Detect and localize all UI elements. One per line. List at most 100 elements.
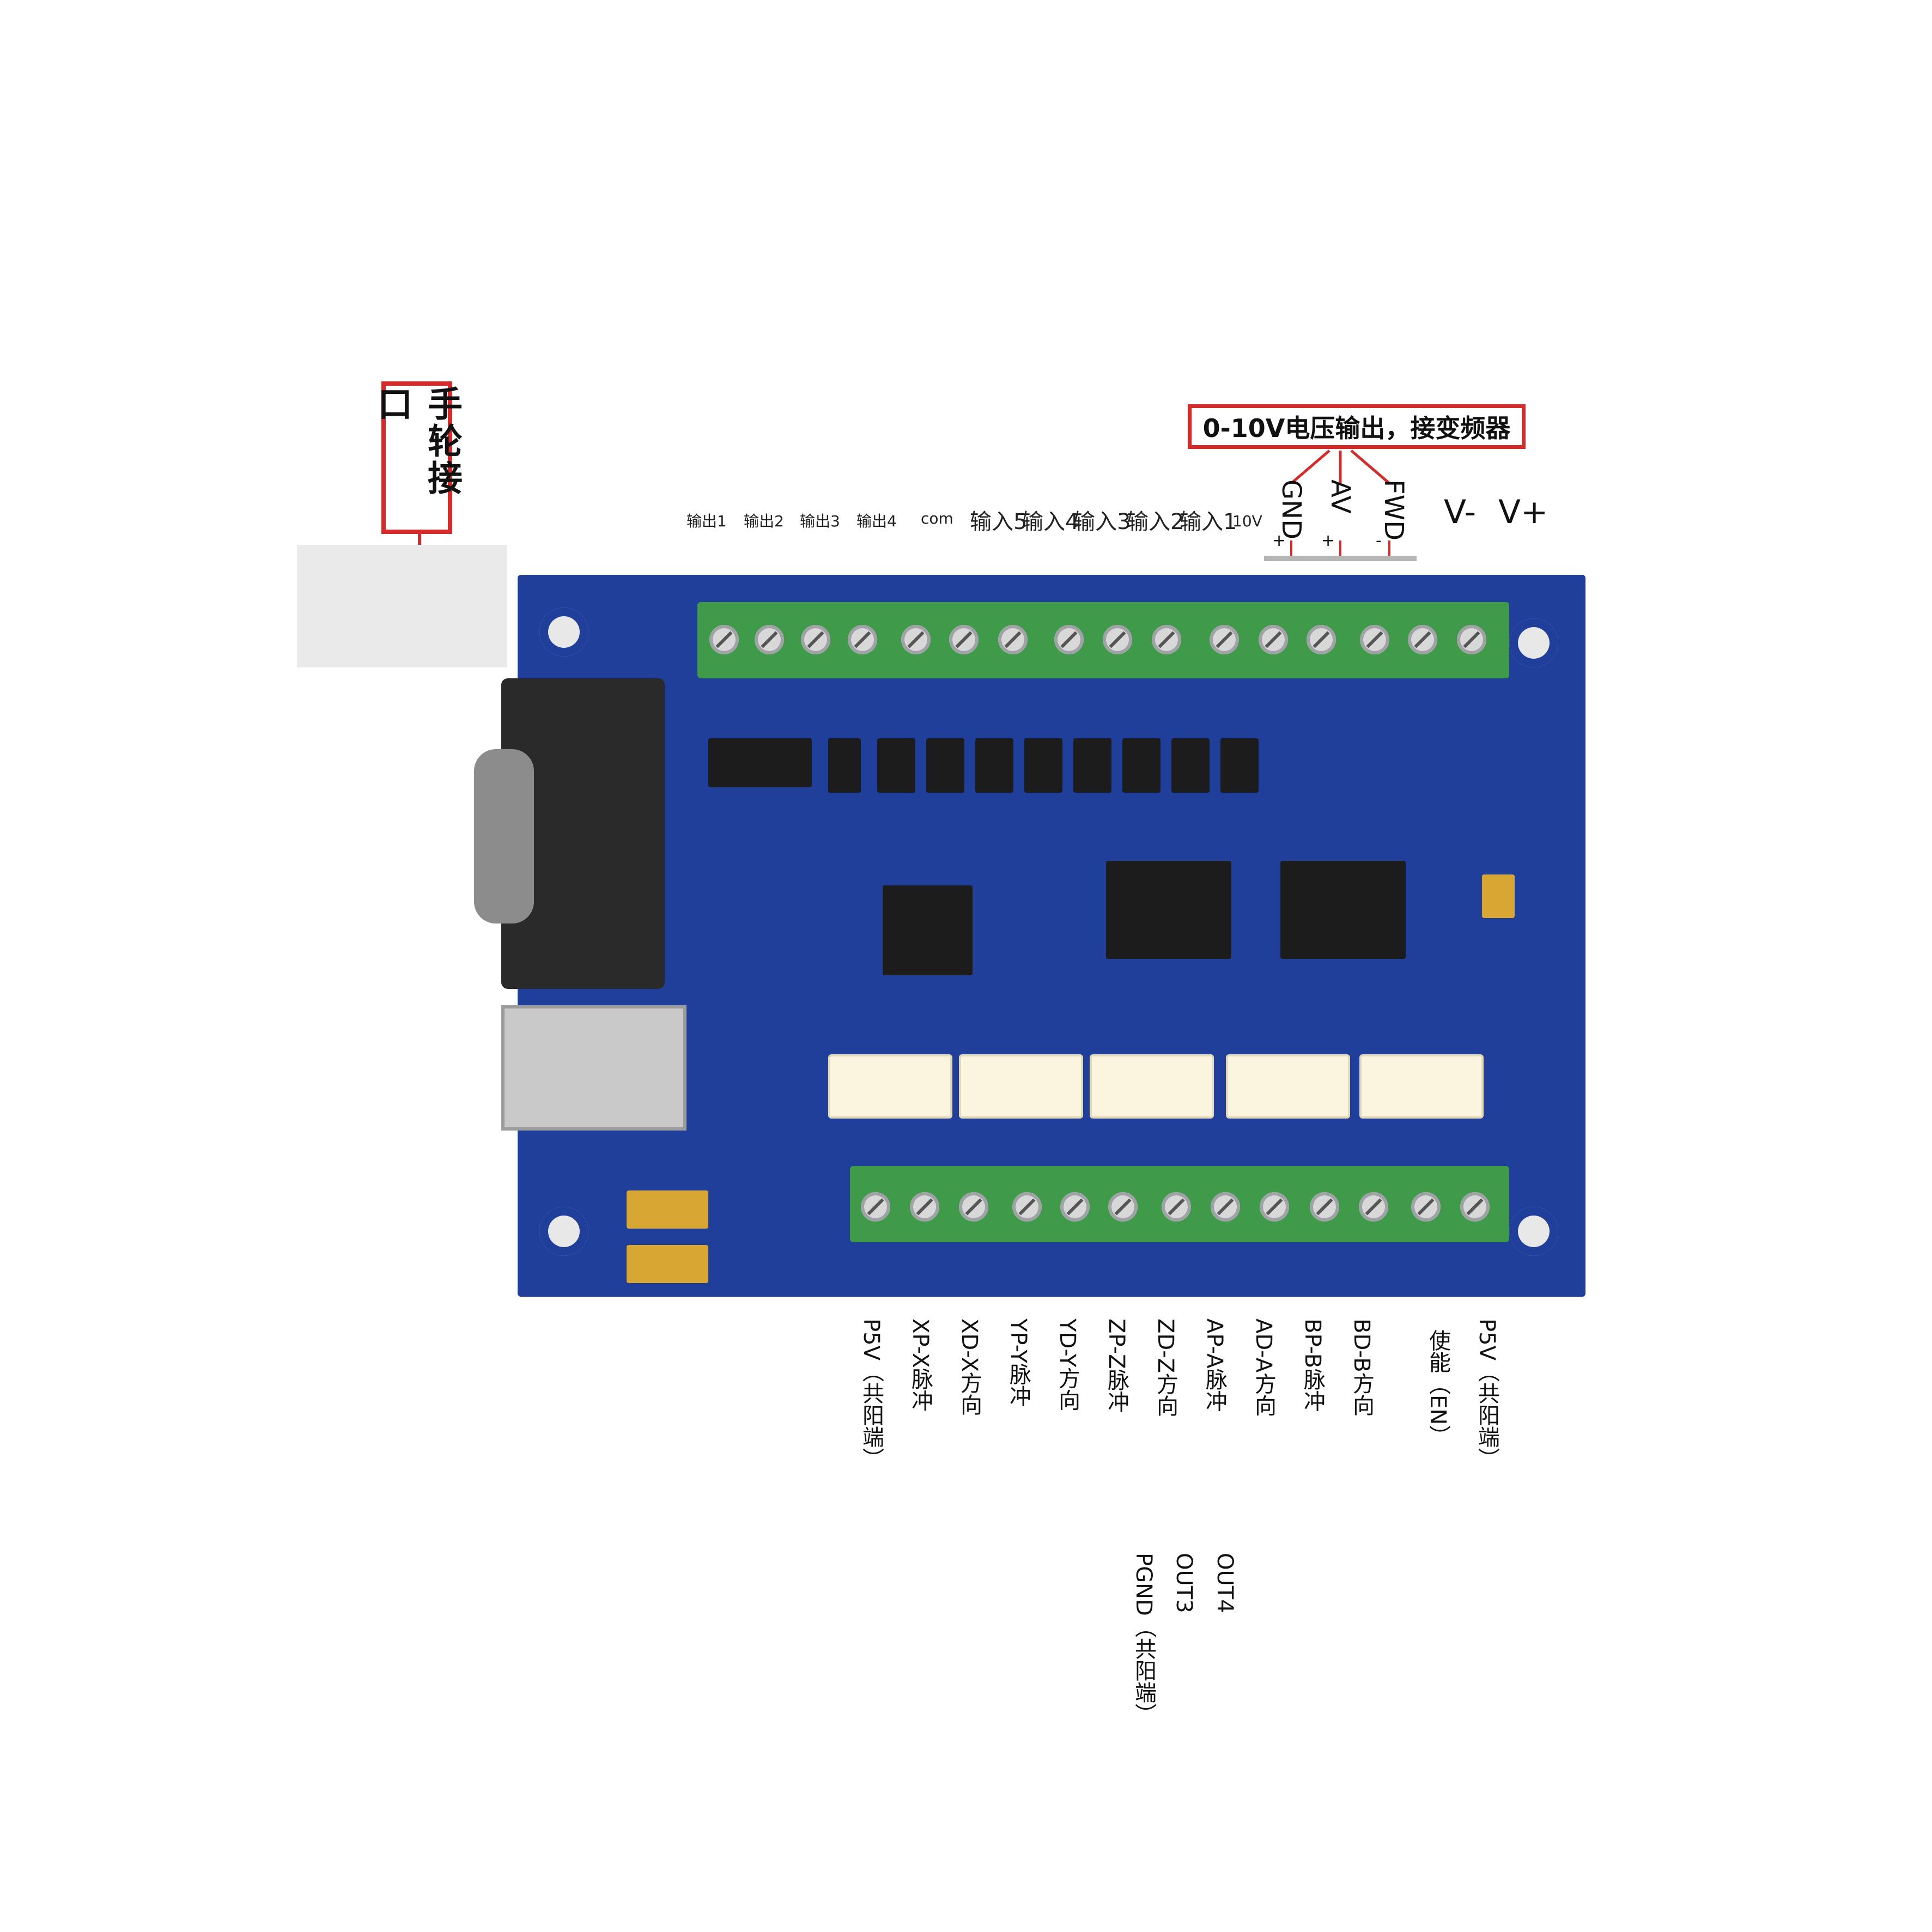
optocoupler <box>975 738 1013 793</box>
capacitor <box>1482 874 1515 918</box>
optocoupler <box>1220 738 1259 793</box>
header-connector[interactable] <box>1359 1054 1484 1119</box>
mount-hole <box>539 1207 588 1256</box>
inverter-lines <box>1290 449 1390 557</box>
screw[interactable] <box>1211 1192 1240 1222</box>
label-out3-bottom: OUT3 <box>1171 1553 1196 1613</box>
capacitor <box>627 1245 708 1283</box>
header-connector[interactable] <box>828 1054 952 1119</box>
ic-chip <box>828 738 861 793</box>
screw[interactable] <box>901 625 931 654</box>
capacitor <box>627 1190 708 1229</box>
screw[interactable] <box>1259 625 1288 654</box>
handwheel-callout-text: 手轮接口 <box>372 386 462 497</box>
label-p5v-left: P5V（共阳端） <box>859 1319 884 1469</box>
screw[interactable] <box>1210 625 1239 654</box>
db9-connector[interactable] <box>474 678 665 989</box>
label-com: com <box>921 509 953 527</box>
screw[interactable] <box>1307 625 1336 654</box>
label-bd: BD-B方向 <box>1349 1319 1374 1416</box>
screw[interactable] <box>1054 625 1084 654</box>
inverter-callout-text: 0-10V电压输出，接变频器 <box>1202 414 1511 443</box>
label-in2: 输入2 <box>1127 509 1184 534</box>
label-ad: AD-A方向 <box>1251 1319 1276 1417</box>
screw[interactable] <box>1359 1192 1388 1222</box>
screw[interactable] <box>1152 625 1181 654</box>
fwd-polarity: - <box>1376 531 1382 550</box>
label-gnd: GND <box>1276 479 1307 540</box>
screw[interactable] <box>1408 625 1437 654</box>
label-v-minus: V- <box>1444 493 1477 531</box>
label-out3: 输出3 <box>800 512 840 530</box>
label-out2: 输出2 <box>744 512 784 530</box>
screw[interactable] <box>1162 1192 1191 1222</box>
screw[interactable] <box>1411 1192 1441 1222</box>
screw[interactable] <box>1360 625 1389 654</box>
screw[interactable] <box>848 625 877 654</box>
screw[interactable] <box>861 1192 890 1222</box>
screw[interactable] <box>910 1192 939 1222</box>
label-in3: 输入3 <box>1073 509 1131 534</box>
label-in4: 输入4 <box>1022 509 1079 534</box>
screw[interactable] <box>998 625 1028 654</box>
mount-hole <box>1509 1207 1558 1256</box>
label-out4-bottom: OUT4 <box>1212 1553 1237 1613</box>
screw[interactable] <box>1012 1192 1042 1222</box>
top-terminal-block <box>697 602 1509 678</box>
label-10v: 10V <box>1232 512 1262 530</box>
optocoupler <box>1073 738 1111 793</box>
optocoupler <box>1024 738 1062 793</box>
screw[interactable] <box>1108 1192 1138 1222</box>
screw[interactable] <box>801 625 830 654</box>
label-in5: 输入5 <box>970 509 1028 534</box>
screw[interactable] <box>755 625 784 654</box>
label-out4: 输出4 <box>856 512 897 530</box>
inverter-bar <box>1264 556 1417 561</box>
header-connector[interactable] <box>1090 1054 1214 1119</box>
db9-shell <box>474 749 534 924</box>
screw[interactable] <box>1060 1192 1090 1222</box>
label-zd: ZD-Z方向 <box>1153 1319 1178 1417</box>
label-xp: XP-X脉冲 <box>908 1319 933 1412</box>
label-out1: 输出1 <box>686 512 727 530</box>
label-v-plus: V+ <box>1498 493 1548 531</box>
label-in1: 输入1 <box>1180 509 1237 534</box>
label-ap: AP-A脉冲 <box>1202 1319 1227 1412</box>
screw[interactable] <box>949 625 979 654</box>
av-polarity: + <box>1321 531 1335 550</box>
driver-chip <box>1280 861 1406 959</box>
header-connector[interactable] <box>959 1054 1083 1119</box>
gnd-polarity: + <box>1272 531 1286 550</box>
label-av: AV <box>1325 479 1356 514</box>
label-fwd: FWD <box>1378 479 1409 541</box>
handwheel-callout: 手轮接口 <box>372 381 462 534</box>
screw[interactable] <box>959 1192 988 1222</box>
usb-connector[interactable] <box>501 1005 686 1131</box>
screw[interactable] <box>1310 1192 1339 1222</box>
header-connector[interactable] <box>1226 1054 1350 1119</box>
mount-hole <box>539 607 588 657</box>
ic-chip <box>708 738 812 787</box>
label-p5v-right: P5V（共阳端） <box>1474 1319 1499 1469</box>
label-zp: ZP-Z脉冲 <box>1104 1319 1129 1413</box>
screw[interactable] <box>1103 625 1132 654</box>
label-xd: XD-X方向 <box>957 1319 982 1416</box>
label-yp: YP-Y脉冲 <box>1006 1319 1031 1407</box>
screw[interactable] <box>1457 625 1486 654</box>
label-en: 使能（EN） <box>1425 1329 1450 1447</box>
screw[interactable] <box>1260 1192 1289 1222</box>
mount-hole <box>1509 618 1558 667</box>
optocoupler <box>1171 738 1210 793</box>
handwheel-area <box>297 545 507 667</box>
mcu-chip <box>883 885 973 975</box>
label-yd: YD-Y方向 <box>1055 1319 1080 1411</box>
optocoupler <box>1122 738 1161 793</box>
bottom-terminal-block <box>850 1166 1509 1242</box>
driver-chip <box>1106 861 1231 959</box>
screw[interactable] <box>1460 1192 1490 1222</box>
label-bp: BP-B脉冲 <box>1300 1319 1325 1412</box>
controller-board <box>474 575 1585 1297</box>
screw[interactable] <box>709 625 739 654</box>
inverter-callout: 0-10V电压输出，接变频器 <box>1188 404 1526 449</box>
optocoupler <box>877 738 915 793</box>
